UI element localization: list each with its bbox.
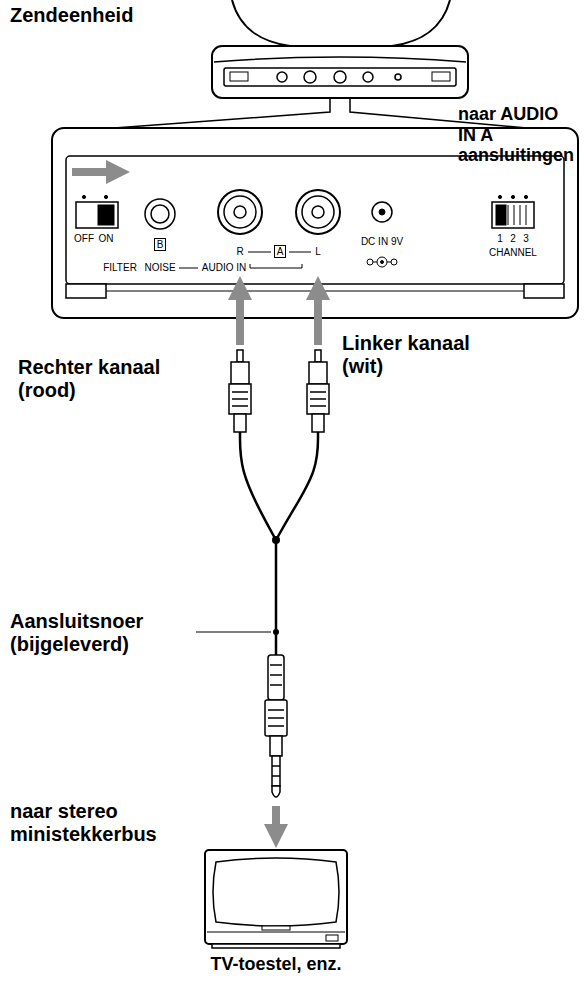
cable-wire [276, 432, 318, 540]
channel-number: 1 [497, 233, 503, 245]
channel-number: 3 [523, 233, 529, 245]
channel-number: 2 [510, 233, 516, 245]
jack-label: B [154, 238, 167, 251]
device-label: TV-toestel, enz. [210, 954, 341, 975]
switch-label: CHANNEL [489, 247, 537, 259]
rca-plugs [229, 350, 329, 432]
mini-plug [265, 655, 287, 797]
plug-label: Rechter kanaal (rood) [18, 356, 178, 402]
transmitter-unit [212, 0, 468, 98]
jack-label: NOISE [144, 262, 175, 274]
jack-label: A [274, 245, 287, 258]
cable-junction [272, 536, 280, 544]
connection-note: naar AUDIO IN A aansluitingen [458, 104, 580, 166]
jack-label: L [315, 246, 321, 258]
cable-wire [240, 432, 276, 540]
jack-label: FILTER [103, 262, 137, 274]
unit-title: Zendeenheid [10, 4, 210, 27]
switch-label: ON [99, 233, 114, 245]
cable-label: Aansluitsnoer (bijgeleverd) [10, 610, 192, 656]
cable-wire [275, 540, 278, 655]
leader-dot [273, 629, 279, 635]
direction-arrows [72, 172, 318, 836]
plug-label: Linker kanaal (wit) [342, 332, 492, 378]
leader-line [196, 631, 271, 632]
jack-label: R [236, 246, 243, 258]
tv-set [205, 850, 347, 948]
jack-target-label: naar stereo ministekkerbus [10, 800, 210, 846]
switch-label: OFF [74, 233, 94, 245]
cable [240, 432, 318, 655]
jack-label: DC IN 9V [361, 236, 403, 248]
jack-label: AUDIO IN [202, 262, 246, 274]
